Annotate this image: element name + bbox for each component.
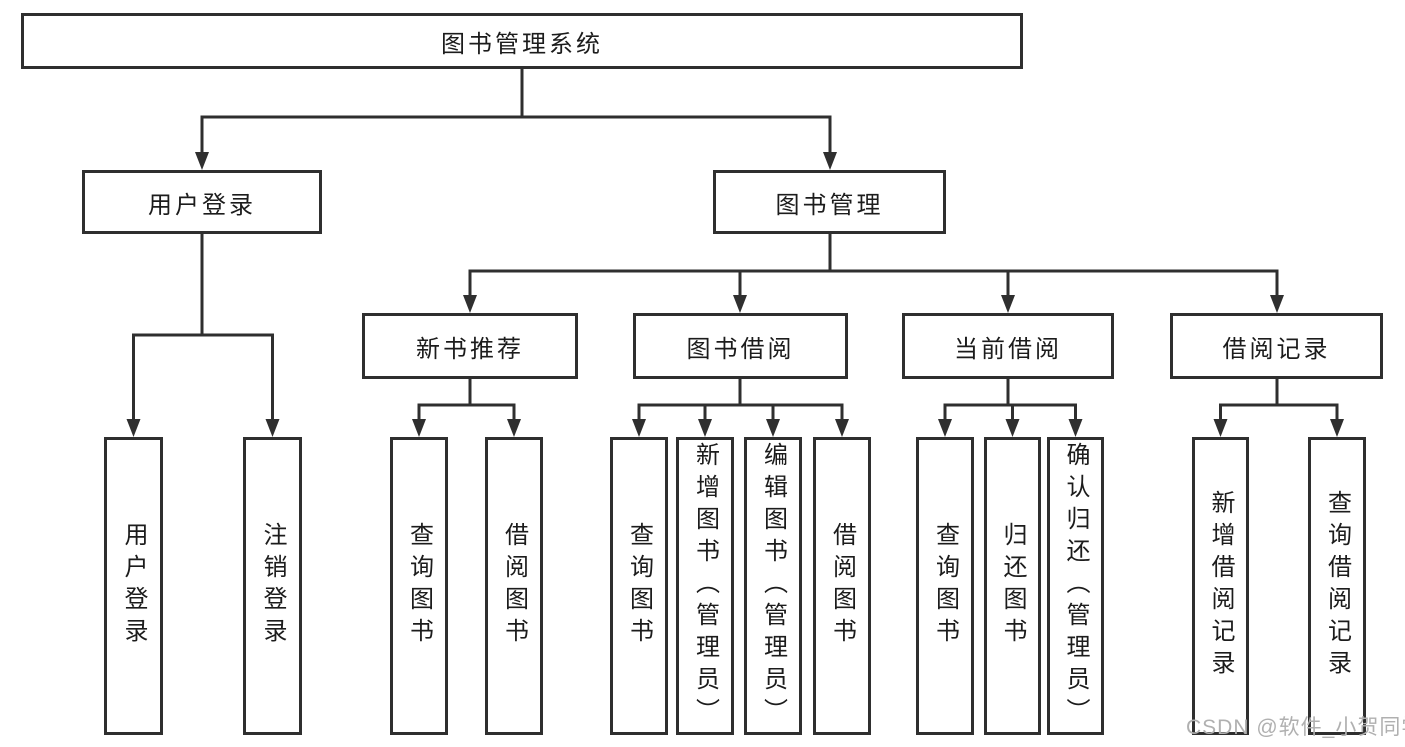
node-leaf-bb-edit-books-label: 编辑图书（管理员） <box>759 442 787 730</box>
watermark: CSDN @软件_小贺同学 <box>1186 716 1405 739</box>
node-user-login-branch-label: 用户登录 <box>148 191 256 219</box>
node-current-borrow: 当前借阅 <box>902 313 1114 379</box>
node-leaf-bb-add-books-label: 新增图书（管理员） <box>691 442 719 730</box>
node-leaf-br-query-record: 查询借阅记录 <box>1308 437 1366 735</box>
node-current-borrow-label: 当前借阅 <box>954 335 1062 363</box>
node-leaf-cb-confirm-return: 确认归还（管理员） <box>1047 437 1104 735</box>
connector-path <box>132 67 1339 424</box>
node-root: 图书管理系统 <box>21 13 1023 69</box>
node-user-login-branch: 用户登录 <box>82 170 322 234</box>
node-book-mgmt-branch-label: 图书管理 <box>775 191 884 219</box>
node-leaf-cb-return-books-label: 归还图书 <box>999 522 1026 650</box>
node-leaf-user-login: 用户登录 <box>104 437 163 735</box>
node-leaf-bb-borrow-books: 借阅图书 <box>813 437 871 735</box>
node-leaf-user-login-label: 用户登录 <box>120 522 147 650</box>
node-leaf-nbr-query-books: 查询图书 <box>390 437 448 735</box>
node-leaf-br-query-record-label: 查询借阅记录 <box>1323 490 1351 682</box>
node-leaf-br-add-record: 新增借阅记录 <box>1192 437 1249 735</box>
node-book-borrow: 图书借阅 <box>633 313 848 379</box>
node-leaf-cb-confirm-return-label: 确认归还（管理员） <box>1062 442 1089 730</box>
node-leaf-nbr-borrow-books-label: 借阅图书 <box>500 522 528 650</box>
node-leaf-nbr-borrow-books: 借阅图书 <box>485 437 543 735</box>
node-leaf-bb-add-books: 新增图书（管理员） <box>676 437 734 735</box>
node-new-book-recommend-label: 新书推荐 <box>416 335 524 363</box>
node-root-label: 图书管理系统 <box>441 30 603 58</box>
node-leaf-bb-query-books: 查询图书 <box>610 437 668 735</box>
node-leaf-logout-label: 注销登录 <box>259 522 286 650</box>
node-leaf-cb-query-books: 查询图书 <box>916 437 974 735</box>
node-leaf-br-add-record-label: 新增借阅记录 <box>1207 490 1234 682</box>
node-leaf-bb-query-books-label: 查询图书 <box>625 522 653 650</box>
node-book-mgmt-branch: 图书管理 <box>713 170 946 234</box>
node-leaf-cb-query-books-label: 查询图书 <box>931 522 959 650</box>
node-leaf-cb-return-books: 归还图书 <box>984 437 1041 735</box>
node-leaf-logout: 注销登录 <box>243 437 302 735</box>
node-borrow-records-label: 借阅记录 <box>1222 335 1331 363</box>
node-new-book-recommend: 新书推荐 <box>362 313 578 379</box>
node-leaf-bb-edit-books: 编辑图书（管理员） <box>744 437 802 735</box>
node-leaf-nbr-query-books-label: 查询图书 <box>405 522 433 650</box>
node-leaf-bb-borrow-books-label: 借阅图书 <box>828 522 856 650</box>
node-book-borrow-label: 图书借阅 <box>686 335 795 363</box>
node-borrow-records: 借阅记录 <box>1170 313 1383 379</box>
